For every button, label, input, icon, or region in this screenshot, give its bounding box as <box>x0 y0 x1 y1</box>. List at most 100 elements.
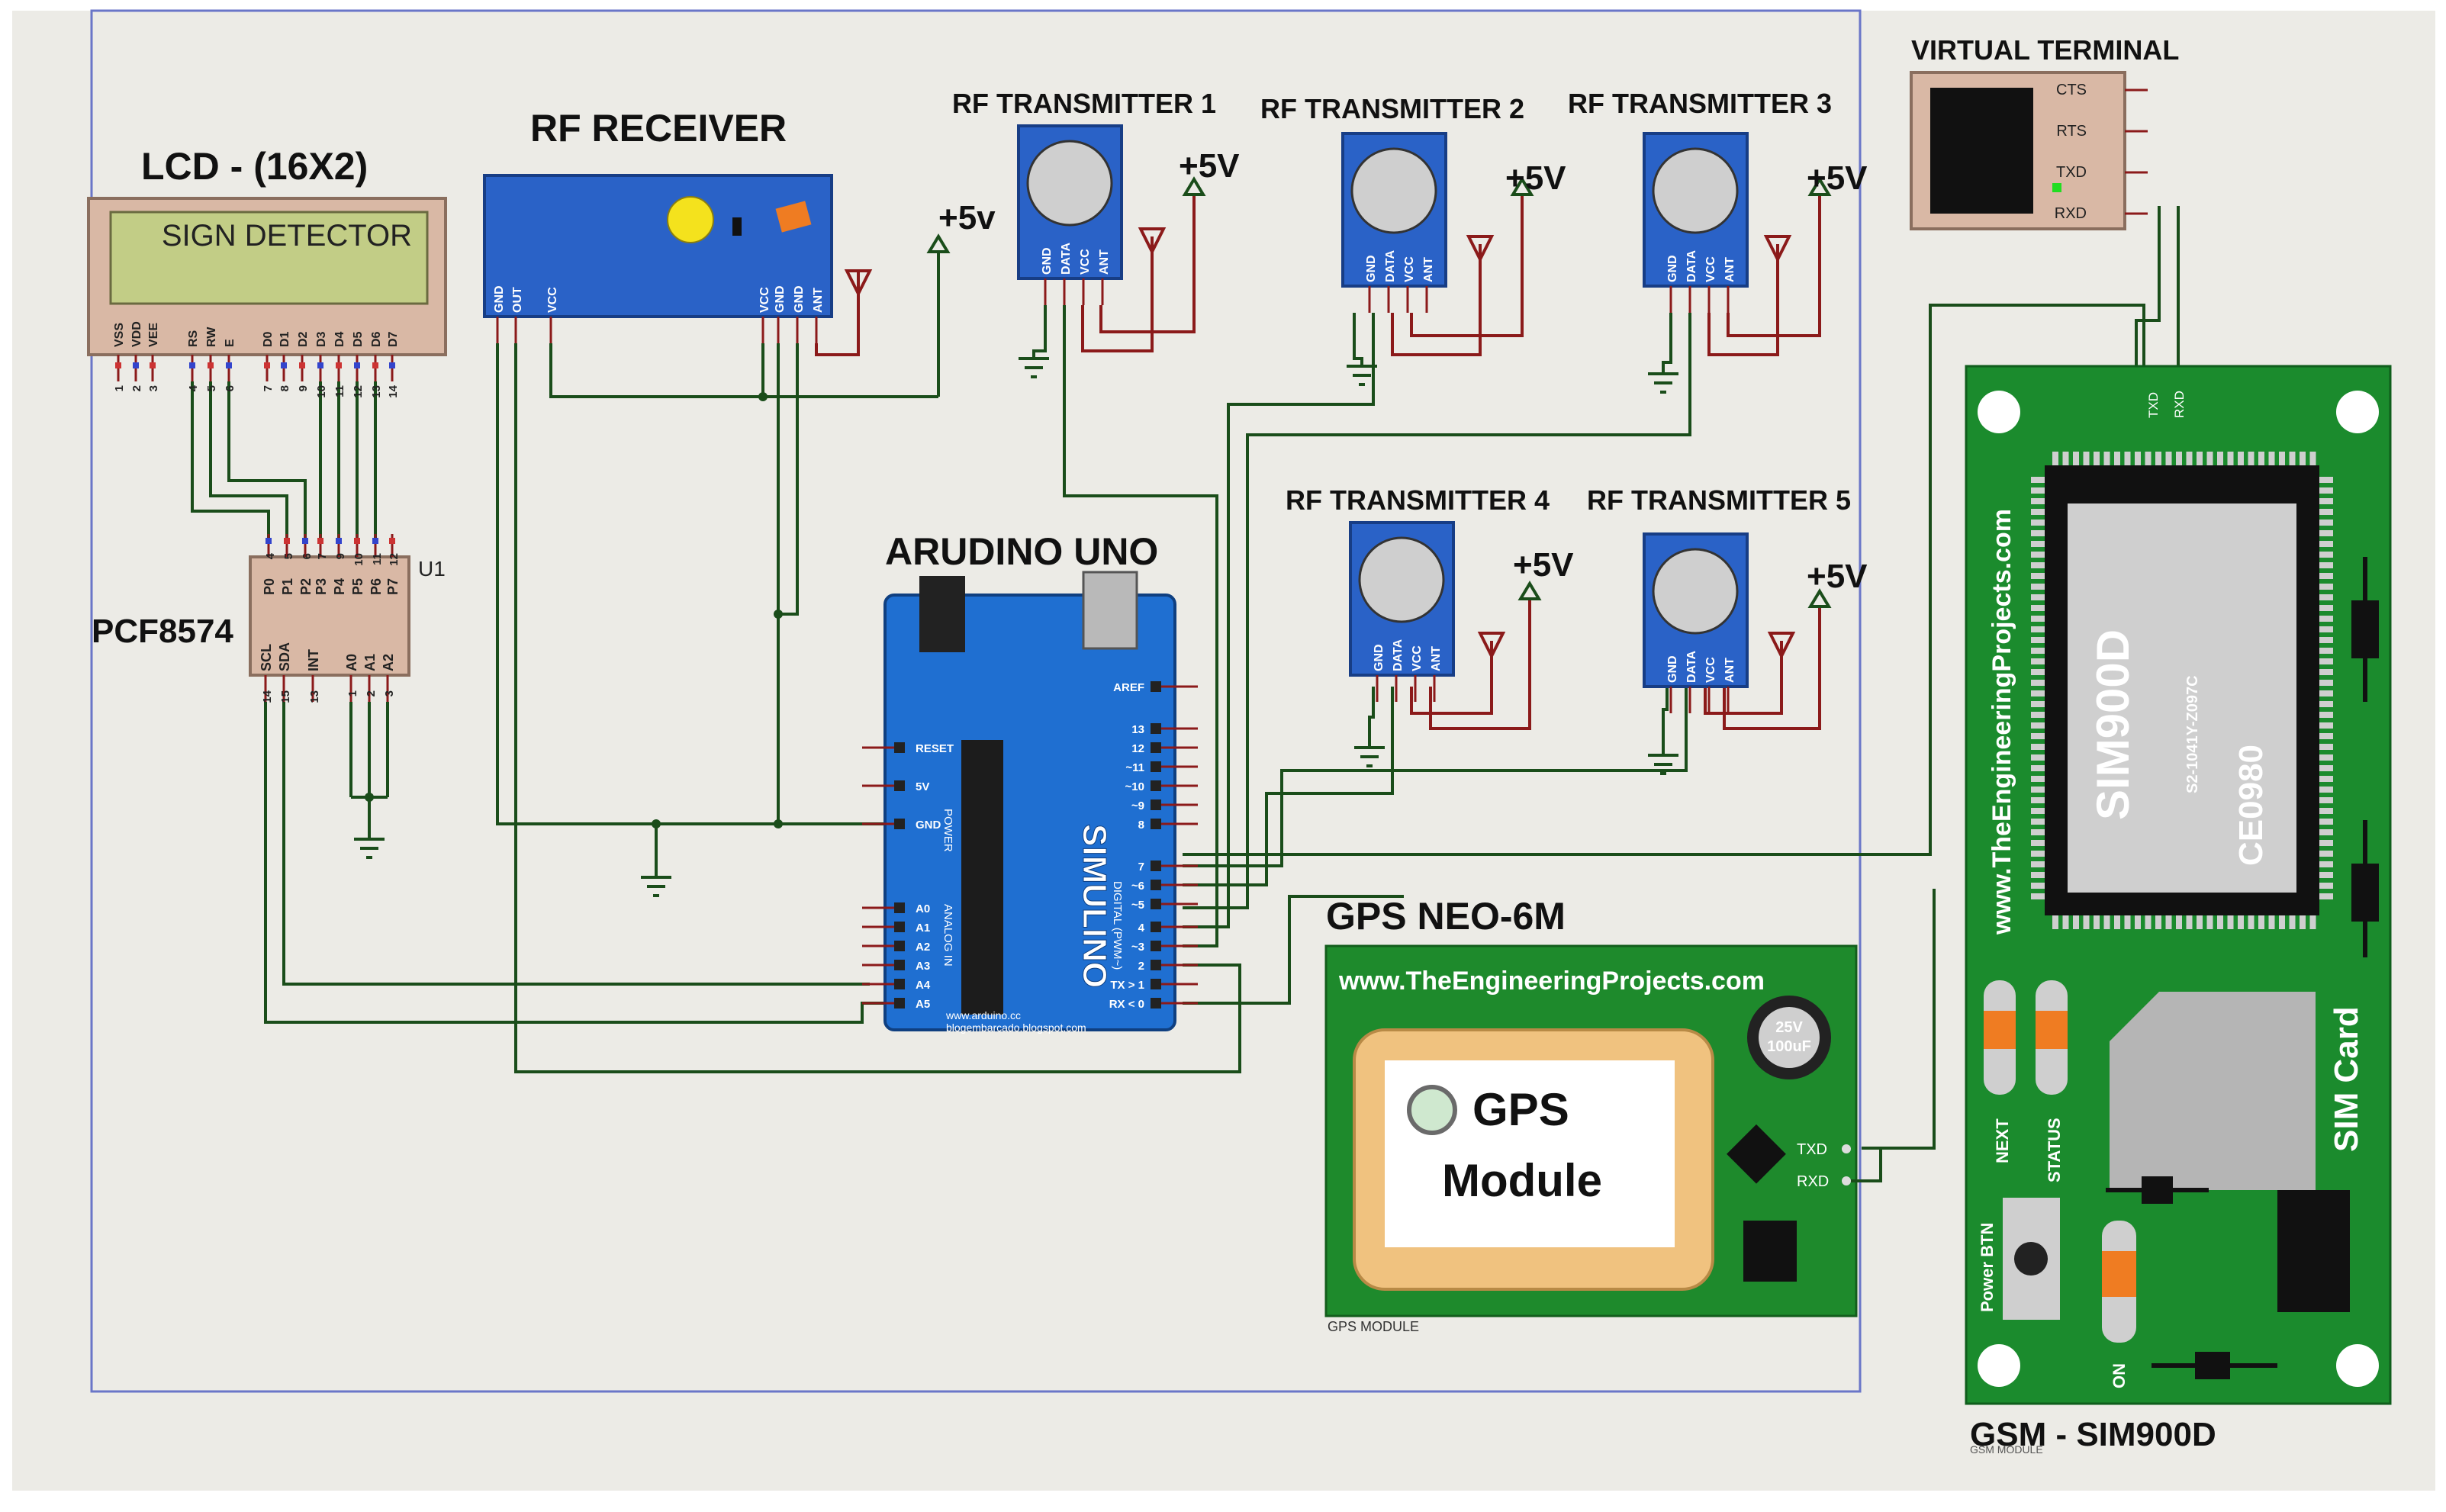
pcf-pin-number: 14 <box>261 690 274 703</box>
lcd-title: LCD - (16X2) <box>141 145 368 188</box>
chip-pin-icon <box>2083 915 2090 929</box>
pcf-pin-number: 12 <box>388 553 401 566</box>
chip-pin-icon <box>2197 915 2203 929</box>
transmitter-crystal-icon <box>1652 548 1739 635</box>
chip-pin-icon <box>2258 915 2264 929</box>
gsm-chip <box>2068 503 2296 893</box>
header-pin-icon <box>1151 723 1161 734</box>
transmitter-pin-label: VCC <box>1079 249 1092 275</box>
transmitter-pin-label: ANT <box>1723 257 1736 282</box>
header-pin-icon <box>1151 780 1161 791</box>
chip-pin-icon <box>2031 530 2045 536</box>
chip-pin-icon <box>2135 452 2141 465</box>
arduino-brand: SIMULINO <box>1076 824 1113 988</box>
pcf-pin-label: A0 <box>344 654 359 671</box>
pcf-pin-label: P6 <box>369 578 384 595</box>
receiver-pin-label: VCC <box>758 287 771 313</box>
header-pin-icon <box>894 742 905 753</box>
diode-icon <box>2152 1352 2277 1379</box>
wire <box>1099 195 1196 333</box>
gsm-title: GSM - SIM900D <box>1970 1416 2216 1453</box>
gps-led-icon <box>1407 1085 1457 1135</box>
chip-pin-icon <box>2031 626 2045 632</box>
receiver-chip-icon <box>732 217 742 236</box>
pin-marker <box>302 538 308 544</box>
receiver-crystal-icon <box>667 196 714 243</box>
chip-pin-icon <box>2319 626 2333 632</box>
transmitter-pin-label: ANT <box>1422 257 1435 282</box>
pcf-pin-number: 2 <box>365 690 378 696</box>
pin-marker <box>281 362 287 368</box>
lcd-pin-number: 14 <box>387 384 400 397</box>
chip-pin-icon <box>2319 744 2333 750</box>
chip-pin-icon <box>2319 819 2333 825</box>
wire <box>1368 687 1375 748</box>
chip-pin-icon <box>2319 562 2333 568</box>
pin-marker <box>133 362 139 368</box>
wire <box>1183 895 1404 1005</box>
chip-pin-icon <box>2031 840 2045 846</box>
pcf-pin-label: P5 <box>350 578 365 595</box>
arduino-url: www.arduino.cc <box>945 1009 1021 1021</box>
pcf-pin-number: 5 <box>282 553 295 559</box>
power-jack-icon <box>919 576 965 652</box>
lcd-pin-number: 6 <box>224 385 237 391</box>
transmitter-pin-label: GND <box>1666 255 1679 282</box>
arduino-pin-label: 4 <box>1138 922 1145 935</box>
pcf-pin-number: 11 <box>371 553 384 565</box>
chip-pin-icon <box>2319 883 2333 889</box>
gsm-chip-model: SIM900D <box>2087 629 2139 820</box>
terminal-pin-label: TXD <box>2056 164 2087 181</box>
arduino-blog: blogembarcado.blogspot.com <box>946 1021 1086 1034</box>
chip-pin-icon <box>2268 452 2275 465</box>
pcf-pin-number: 1 <box>346 690 359 696</box>
cap-line2: 100uF <box>1767 1038 1811 1055</box>
pin-marker <box>226 362 232 368</box>
wire <box>1063 305 1218 947</box>
header-pin-icon <box>1151 681 1161 692</box>
chip-pin-icon <box>2206 452 2213 465</box>
chip-pin-icon <box>2103 915 2110 929</box>
lcd-display-text: SIGN DETECTOR <box>162 219 412 253</box>
chip-pin-icon <box>2031 733 2045 739</box>
receiver-pin-label: ANT <box>812 288 825 313</box>
transmitter-pin-label: DATA <box>1685 650 1698 683</box>
arduino-pin-label: ~9 <box>1131 799 1144 812</box>
chip-pin-icon <box>2319 584 2333 590</box>
arduino-pin-label: A0 <box>916 902 930 915</box>
ground-symbols <box>354 357 1678 897</box>
chip-pin-icon <box>2031 477 2045 483</box>
chip-pin-icon <box>2319 776 2333 782</box>
header-pin-icon <box>1151 819 1161 829</box>
chip-pin-icon <box>2031 765 2045 771</box>
power-button-knob[interactable] <box>2014 1242 2048 1276</box>
arduino-pin-label: A3 <box>916 960 930 973</box>
wire <box>1183 304 2145 856</box>
chip-pin-icon <box>2248 915 2255 929</box>
pin-marker <box>372 538 378 544</box>
pcf-pin-label: A2 <box>381 654 396 671</box>
lcd-pin-label: VDD <box>130 321 143 347</box>
pin-marker <box>317 362 323 368</box>
chip-pin-icon <box>2319 605 2333 611</box>
terminal-pin-label: RXD <box>2055 205 2087 222</box>
header-pin-icon <box>894 941 905 951</box>
pcf-pins: P04P15P26P37P49P510P611P712SCL14SDA15INT… <box>259 534 401 703</box>
chip-pin-icon <box>2186 915 2193 929</box>
transmitter-title: RF TRANSMITTER 1 <box>952 88 1216 119</box>
receiver-coil-icon <box>775 201 812 233</box>
wire <box>209 381 288 542</box>
chip-pin-icon <box>2319 648 2333 654</box>
transmitter-pin-label: ANT <box>1098 249 1111 275</box>
wire <box>227 381 307 542</box>
wire <box>282 702 870 986</box>
chip-pin-icon <box>2319 658 2333 664</box>
transmitter-crystal-icon <box>1358 536 1445 623</box>
arduino-component: ARUDINO UNO SIMULINO POWER ANALOG IN DIG… <box>862 530 1198 1034</box>
chip-pin-icon <box>2217 915 2223 929</box>
regulator-icon <box>1743 1221 1797 1282</box>
antenna-icon <box>1477 632 1506 660</box>
wire <box>1851 1148 1882 1182</box>
